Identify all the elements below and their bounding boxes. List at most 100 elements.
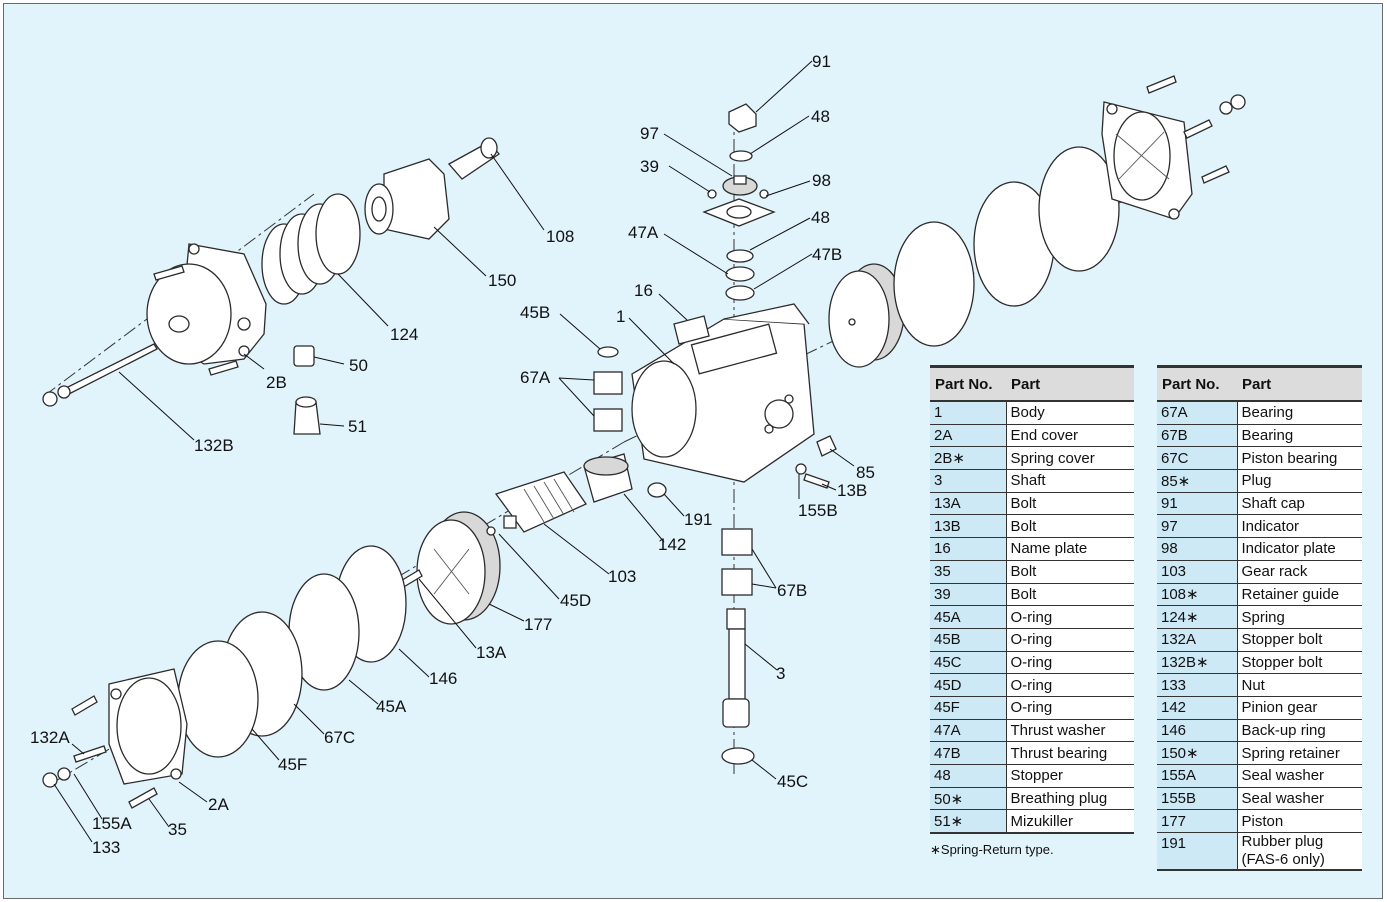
part-name-cell: Piston bearing [1237,446,1362,471]
part-number-cell: 67B [1157,424,1238,448]
part-number-cell: 155B [1157,787,1238,811]
callout-13a: 13A [476,643,507,662]
part-name-cell: Indicator [1237,514,1362,539]
callout-13b: 13B [837,481,867,500]
col-header-part-no: Part No. [1157,365,1237,402]
callout-1: 1 [616,307,625,326]
part-number-cell: 2A [930,424,1007,448]
part-number-cell: 45A [930,605,1007,629]
part-name-cell: Stopper bolt [1237,651,1362,675]
piston-left-part [416,511,501,625]
part-name-cell: End cover [1006,424,1134,448]
part-name-cell: Bearing [1237,424,1362,448]
diagram-panel: 91 48 97 39 98 48 47A 47B 108 150 124 16… [3,3,1383,899]
callout-45b: 45B [520,303,550,322]
part-name-cell: Pinion gear [1237,696,1362,720]
callout-3: 3 [776,664,785,683]
part-number-cell: 124∗ [1157,605,1238,629]
callout-177: 177 [524,615,552,634]
part-name-cell: Piston [1237,809,1362,834]
callout-50: 50 [349,356,368,375]
part-number-cell: 133 [1157,673,1238,697]
table-row: 85∗Plug [1157,469,1362,493]
col-header-part: Part [1006,365,1134,402]
callout-191: 191 [684,510,712,529]
part-name-cell: Shaft cap [1237,492,1362,516]
part-name-cell: Indicator plate [1237,537,1362,561]
part-name-cell: Bolt [1006,514,1134,539]
col-header-part: Part [1237,365,1362,402]
callout-47a: 47A [628,223,659,242]
mizukiller-part [293,396,321,435]
part-name-cell: Thrust bearing [1006,741,1134,765]
callout-155b: 155B [798,501,838,520]
part-number-cell: 16 [930,537,1007,561]
part-number-cell: 177 [1157,809,1238,834]
part-number-cell: 45F [930,696,1007,720]
part-name-cell: Stopper [1006,764,1134,788]
pinion-gear-part [583,453,633,503]
table-row: 50∗Breathing plug [930,787,1134,811]
o-rings-left-part [177,545,407,758]
table-row: 51∗Mizukiller [930,809,1134,835]
rubber-plug-part [647,482,667,498]
end-cover-right-part [1101,101,1193,220]
exploded-view-drawing: 91 48 97 39 98 48 47A 47B 108 150 124 16… [30,52,1246,857]
callout-45a: 45A [376,697,407,716]
spring-cover-part [146,243,267,365]
o-ring-45c-part [721,747,755,765]
part-name-cell: O-ring [1006,651,1134,675]
callout-45f: 45F [278,755,307,774]
part-name-cell: Thrust washer [1006,719,1134,743]
retainer-guide-part [447,137,500,180]
part-number-cell: 108∗ [1157,583,1238,607]
callout-67a: 67A [520,368,551,387]
o-rings-right-part [893,146,1120,347]
part-number-cell: 2B∗ [930,446,1007,471]
part-name-cell: Gear rack [1237,560,1362,584]
part-number-cell: 45C [930,651,1007,675]
spring-retainer-part [364,158,450,240]
part-number-cell: 48 [930,764,1007,788]
part-number-cell: 191 [1157,832,1238,872]
callout-124: 124 [390,325,418,344]
callout-98: 98 [812,171,831,190]
table-row: 124∗Spring [1157,605,1362,629]
stopper-48-part [729,150,753,162]
bearing-67b-part [721,528,753,596]
callout-146: 146 [429,669,457,688]
part-name-cell: Bolt [1006,560,1134,584]
part-number-cell: 47A [930,719,1007,743]
part-number-cell: 103 [1157,560,1238,584]
part-name-cell: Plug [1237,469,1362,493]
table-row: 2B∗Spring cover [930,446,1134,471]
table-row: 150∗Spring retainer [1157,741,1362,765]
part-number-cell: 45B [930,628,1007,652]
callout-155a: 155A [92,814,132,833]
part-name-cell: Rubber plug (FAS-6 only) [1237,832,1362,872]
callout-16: 16 [634,281,653,300]
part-number-cell: 146 [1157,719,1238,743]
thrust-washer-part [725,249,755,301]
part-number-cell: 45D [930,673,1007,697]
callout-150: 150 [488,271,516,290]
